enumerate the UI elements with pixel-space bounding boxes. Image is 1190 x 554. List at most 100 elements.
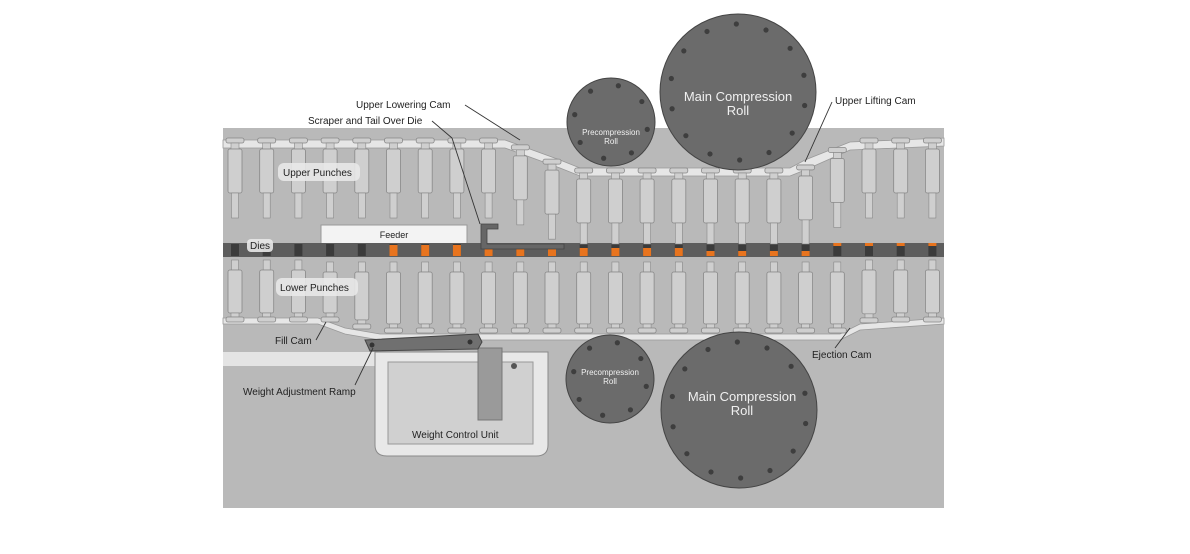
powder-fill (706, 251, 715, 256)
lower-punch (923, 259, 942, 323)
upper-punch (923, 137, 942, 219)
upper-precompression-roll-label-1: Precompression (582, 128, 640, 137)
label-upper-lifting-cam: Upper Lifting Cam (835, 96, 916, 107)
upper-punch-tip (484, 192, 493, 219)
lower-punch-barrel (608, 271, 623, 325)
lower-punches-group (225, 259, 942, 334)
upper-punch-tip (579, 222, 588, 245)
upper-punch-barrel (227, 148, 243, 194)
lower-punch-tip (928, 259, 937, 271)
upper-punch-neck (611, 172, 620, 180)
upper-punch-neck (294, 142, 303, 150)
roll-bolt (586, 345, 593, 351)
upper-punch-tip (674, 222, 683, 245)
roll-bolt (639, 98, 645, 105)
roll-bolt (668, 75, 674, 82)
roll-bolt (638, 355, 644, 362)
powder-fill (833, 243, 842, 246)
lower-punch-barrel (512, 271, 528, 325)
lower-punch-tip (516, 261, 525, 273)
upper-punch-tip (516, 199, 525, 226)
upper-punch-barrel (703, 178, 718, 224)
lower-punch-head (827, 327, 847, 334)
upper-punch-head (827, 147, 847, 153)
lower-punch (764, 261, 784, 334)
upper-punch-tip (865, 192, 873, 219)
roll-bolt (614, 340, 620, 346)
lower-punch (637, 261, 657, 334)
label-weight-adjustment-ramp: Weight Adjustment Ramp (243, 387, 356, 398)
roll-bolt (576, 396, 582, 403)
lower-punches-label-bg (276, 278, 358, 296)
roll-bolt (763, 27, 769, 33)
lower-punch-tip (357, 261, 366, 273)
upper-punch (859, 137, 879, 219)
lower-punch-tip (294, 259, 303, 271)
lower-punch-barrel (354, 271, 370, 321)
upper-punch-barrel (259, 148, 275, 194)
lower-precompression-roll-label-2: Roll (603, 377, 617, 386)
ramp-bolt-right (467, 339, 473, 345)
lower-punch-neck (801, 323, 810, 329)
roll-bolt (643, 383, 649, 389)
upper-punch-tip (801, 219, 810, 245)
upper-punch (479, 137, 499, 219)
upper-punch-head (606, 167, 625, 174)
die-hole (706, 244, 715, 256)
roll-bolt (802, 390, 808, 396)
upper-punch-barrel (671, 178, 687, 224)
upper-punch-head (257, 137, 277, 144)
ramp-bolt-left (369, 342, 375, 348)
upper-punch (796, 164, 815, 245)
upper-punch-neck (420, 142, 430, 150)
lower-punch (574, 261, 594, 334)
die-hole (357, 244, 366, 256)
lower-punch-head (288, 316, 308, 323)
roll-bolt (669, 106, 675, 112)
lower-main-compression-roll-label-1: Main Compression (688, 389, 796, 404)
powder-fill (452, 245, 461, 256)
dies-label-bg (247, 239, 273, 252)
roll-bolt (766, 149, 772, 156)
lower-punch-tip (579, 261, 588, 273)
lower-punch-head (637, 327, 657, 334)
upper-punch-neck (357, 142, 367, 150)
upper-punch-barrel (449, 148, 465, 194)
upper-punch-head (764, 167, 784, 174)
lower-punch (891, 259, 911, 323)
upper-punch-barrel (386, 148, 401, 194)
upper-punch-neck (928, 142, 937, 150)
label-ejection-cam: Ejection Cam (812, 350, 871, 361)
powder-fill (928, 243, 937, 246)
upper-punch-neck (389, 142, 398, 150)
upper-punch-barrel (544, 169, 560, 215)
lower-punch-tip (674, 261, 683, 273)
upper-main-compression-roll-label-1: Main Compression (684, 89, 792, 104)
powder-fill (548, 245, 556, 256)
lower-main-compression-roll-label-2: Roll (731, 403, 754, 418)
upper-punch-head (859, 137, 879, 144)
upper-punch-barrel (417, 148, 433, 194)
lower-punch-neck (262, 312, 272, 318)
upper-punches-label-bg (278, 163, 360, 181)
roll-bolt (734, 339, 740, 345)
upper-precompression-roll-label-2: Roll (604, 137, 618, 146)
upper-punch (701, 167, 720, 245)
lower-punch-neck (737, 323, 747, 329)
weight-adjustment-ramp (364, 333, 483, 352)
lower-punch-barrel (829, 271, 845, 325)
upper-punches-group (225, 137, 942, 245)
upper-punch-neck (515, 149, 525, 157)
upper-punch-neck (642, 172, 652, 180)
upper-punch-tip (453, 192, 461, 219)
upper-punch-head (447, 137, 467, 144)
lower-punch-tip (389, 261, 398, 273)
roll-bolt (707, 151, 713, 157)
weight-control-unit-box (387, 361, 534, 445)
upper-punch-tip (262, 192, 271, 219)
lower-punch-head (606, 327, 625, 334)
lower-punch-barrel (544, 271, 560, 325)
roll-bolt (601, 155, 607, 161)
lower-punch-head (669, 327, 689, 334)
roll-bolt (644, 126, 650, 132)
